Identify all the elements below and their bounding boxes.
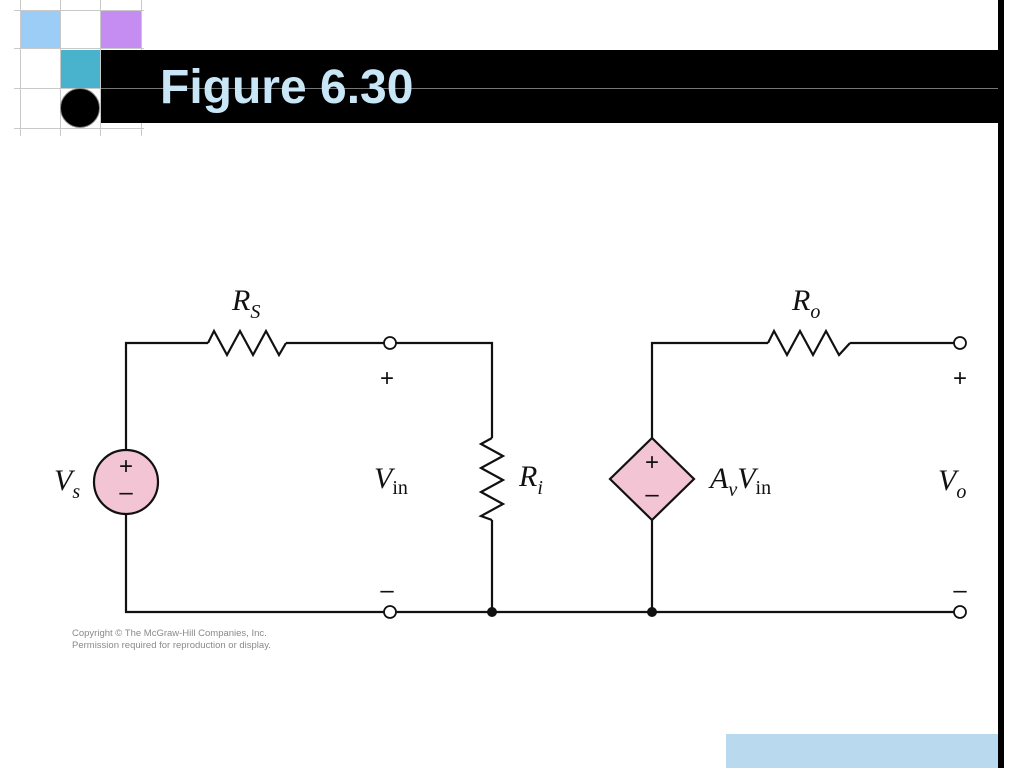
decor-bottom-box (726, 734, 998, 768)
slide-title: Figure 6.30 (160, 61, 414, 114)
wire-source-top (124, 341, 208, 450)
wires (124, 328, 954, 614)
decor-square-purple (101, 10, 141, 48)
decor-grid-line (20, 0, 21, 136)
decor-grid-line (14, 128, 144, 129)
wire-source-bottom (124, 514, 384, 614)
wire-dep-top (650, 341, 768, 438)
label-rs: RS (231, 284, 260, 323)
permission-line: Permission required for reproduction or … (72, 640, 271, 651)
label-vs: Vs (54, 464, 80, 503)
source-minus: – (119, 479, 133, 506)
copyright-notice: Copyright © The McGraw-Hill Companies, I… (72, 628, 372, 652)
terminal-in-top (383, 336, 397, 350)
decor-grid-line (60, 0, 61, 136)
source-plus: + (119, 453, 133, 480)
circuit-diagram: + – + – Vs RS + – Vin Ri AvVin Ro + – Vo (54, 284, 967, 619)
decor-square-blue (20, 10, 60, 48)
node-junction-dep (647, 607, 657, 617)
slide-right-margin (1004, 0, 1024, 768)
node-junction-ri (487, 607, 497, 617)
label-vin: Vin (374, 462, 408, 499)
decor-grid-line (14, 48, 144, 49)
dependent-source-plus: + (645, 449, 659, 476)
vin-minus: – (380, 577, 394, 604)
resistor-rs (207, 328, 287, 358)
dependent-source (608, 436, 696, 522)
terminal-out-bottom (953, 605, 967, 619)
title-bar (101, 50, 998, 123)
terminal-in-bottom (383, 605, 397, 619)
voltage-source (92, 448, 160, 516)
title-underline (101, 88, 998, 89)
vin-plus: + (380, 365, 394, 392)
vo-plus: + (953, 365, 967, 392)
resistor-ro (767, 328, 851, 358)
decor-grid-line (14, 10, 144, 11)
wire-ri-top (396, 341, 494, 438)
copyright-line: Copyright © The McGraw-Hill Companies, I… (72, 628, 267, 639)
resistor-ri (478, 437, 506, 522)
decor-circle (60, 88, 100, 128)
label-ro: Ro (791, 284, 820, 323)
label-ri: Ri (518, 460, 543, 499)
label-vo: Vo (938, 464, 966, 503)
slide-right-border (998, 0, 1004, 768)
terminal-out-top (953, 336, 967, 350)
vo-minus: – (953, 577, 967, 604)
decor-grid-line (100, 0, 101, 136)
decor-square-teal (60, 50, 101, 88)
dependent-source-minus: – (645, 481, 659, 508)
label-av-vin: AvVin (708, 462, 771, 501)
